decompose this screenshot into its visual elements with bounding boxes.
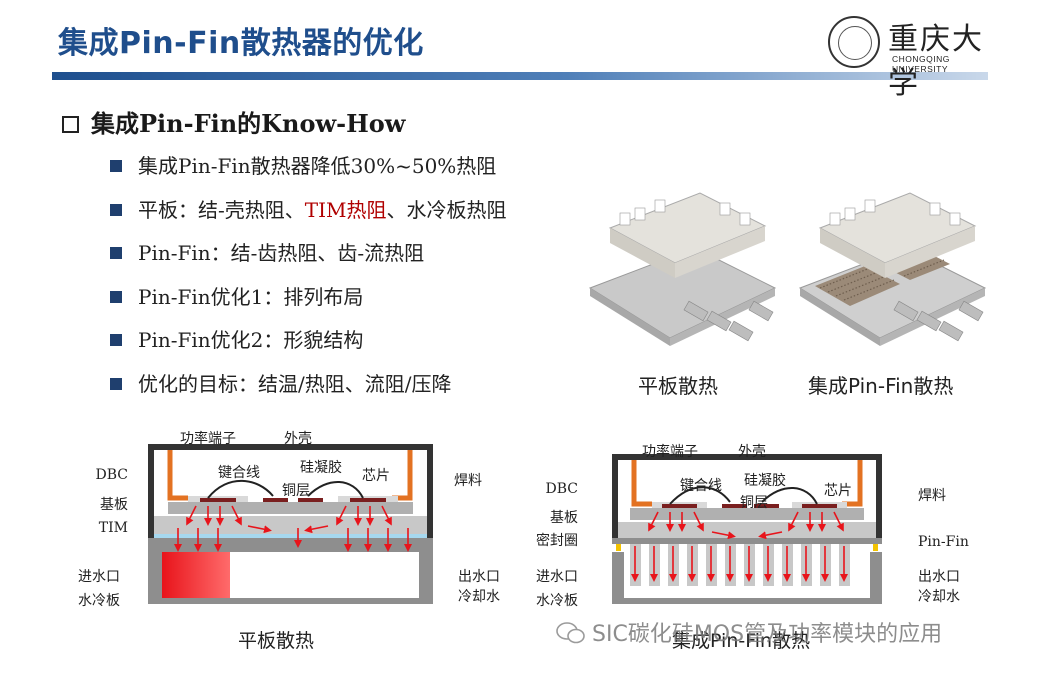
flat-plate-cross-section: [148, 444, 433, 604]
logo-en-text: CHONGQING UNIVERSITY: [892, 54, 950, 74]
bullet-item: Pin-Fin：结-齿热阻、齿-流热阻: [108, 237, 506, 281]
label-pinfin-r: Pin-Fin: [918, 534, 969, 550]
label-tim: TIM: [98, 520, 128, 536]
checkbox-bullet-icon: [62, 116, 79, 133]
logo-cn-text: 重庆大学: [888, 22, 984, 101]
label-solder: 焊料: [454, 473, 482, 489]
bullet-item: 平板：结-壳热阻、TIM热阻、水冷板热阻: [108, 194, 506, 238]
bullet-item: Pin-Fin优化1：排列布局: [108, 281, 506, 325]
label-coolant-r: 冷却水: [918, 589, 960, 605]
label-outlet: 出水口: [458, 569, 500, 585]
label-cold-plate-r: 水冷板: [536, 593, 578, 609]
label-dbc: DBC: [95, 467, 128, 483]
bullet-list: 集成Pin-Fin散热器降低30%~50%热阻 平板：结-壳热阻、TIM热阻、水…: [108, 150, 506, 411]
bullet-text: 、水冷板热阻: [386, 197, 507, 222]
label-baseplate: 基板: [100, 497, 128, 513]
label-gel: 硅凝胶: [300, 460, 342, 476]
watermark: SIC碳化硅MOS管及功率模块的应用: [556, 616, 942, 648]
slide-title: 集成Pin-Fin散热器的优化: [58, 26, 424, 61]
label-copper-r: 铜层: [740, 495, 768, 511]
label-baseplate-r: 基板: [550, 510, 578, 526]
bullet-item: 集成Pin-Fin散热器降低30%~50%热阻: [108, 150, 506, 194]
pinfin-photo-caption: 集成Pin-Fin散热: [808, 374, 954, 398]
label-housing: 外壳: [284, 431, 312, 447]
flat-plate-photo-caption: 平板散热: [638, 374, 718, 398]
label-gel-r: 硅凝胶: [744, 473, 786, 489]
bullet-item: Pin-Fin优化2：形貌结构: [108, 324, 506, 368]
label-inlet: 进水口: [78, 569, 120, 585]
label-outlet-r: 出水口: [918, 569, 960, 585]
label-coolant: 冷却水: [458, 589, 500, 605]
label-power-terminal: 功率端子: [180, 431, 236, 447]
label-bond-wire: 键合线: [218, 465, 260, 481]
bullet-highlight: TIM热阻: [304, 197, 387, 222]
label-chip-r: 芯片: [824, 483, 852, 499]
label-solder-r: 焊料: [918, 488, 946, 504]
label-power-terminal-r: 功率端子: [642, 444, 698, 460]
label-copper: 铜层: [282, 483, 310, 499]
wechat-icon: [556, 622, 585, 644]
university-seal-icon: [828, 16, 880, 68]
watermark-text: SIC碳化硅MOS管及功率模块的应用: [592, 622, 943, 647]
flat-plate-diagram-caption: 平板散热: [238, 630, 315, 652]
label-inlet-r: 进水口: [536, 569, 578, 585]
label-chip: 芯片: [362, 468, 390, 484]
pinfin-module-photo: [798, 192, 987, 346]
label-cold-plate: 水冷板: [78, 593, 120, 609]
bullet-item: 优化的目标：结温/热阻、流阻/压降: [108, 368, 506, 412]
label-seal-r: 密封圈: [536, 533, 578, 549]
university-logo: 重庆大学 CHONGQING UNIVERSITY: [828, 14, 998, 101]
pinfin-diagram-caption: 集成Pin-Fin散热: [672, 630, 811, 652]
label-dbc-r: DBC: [545, 481, 578, 497]
bullet-text: 平板：结-壳热阻、: [138, 197, 305, 222]
label-housing-r: 外壳: [738, 444, 766, 460]
title-underline-bar: [52, 72, 988, 80]
section-heading: 集成Pin-Fin的Know-How: [62, 104, 405, 139]
pinfin-cross-section: [612, 454, 882, 604]
flat-plate-module-photo: [588, 192, 777, 346]
section-heading-text: 集成Pin-Fin的Know-How: [91, 109, 406, 138]
label-bond-wire-r: 键合线: [680, 478, 722, 494]
